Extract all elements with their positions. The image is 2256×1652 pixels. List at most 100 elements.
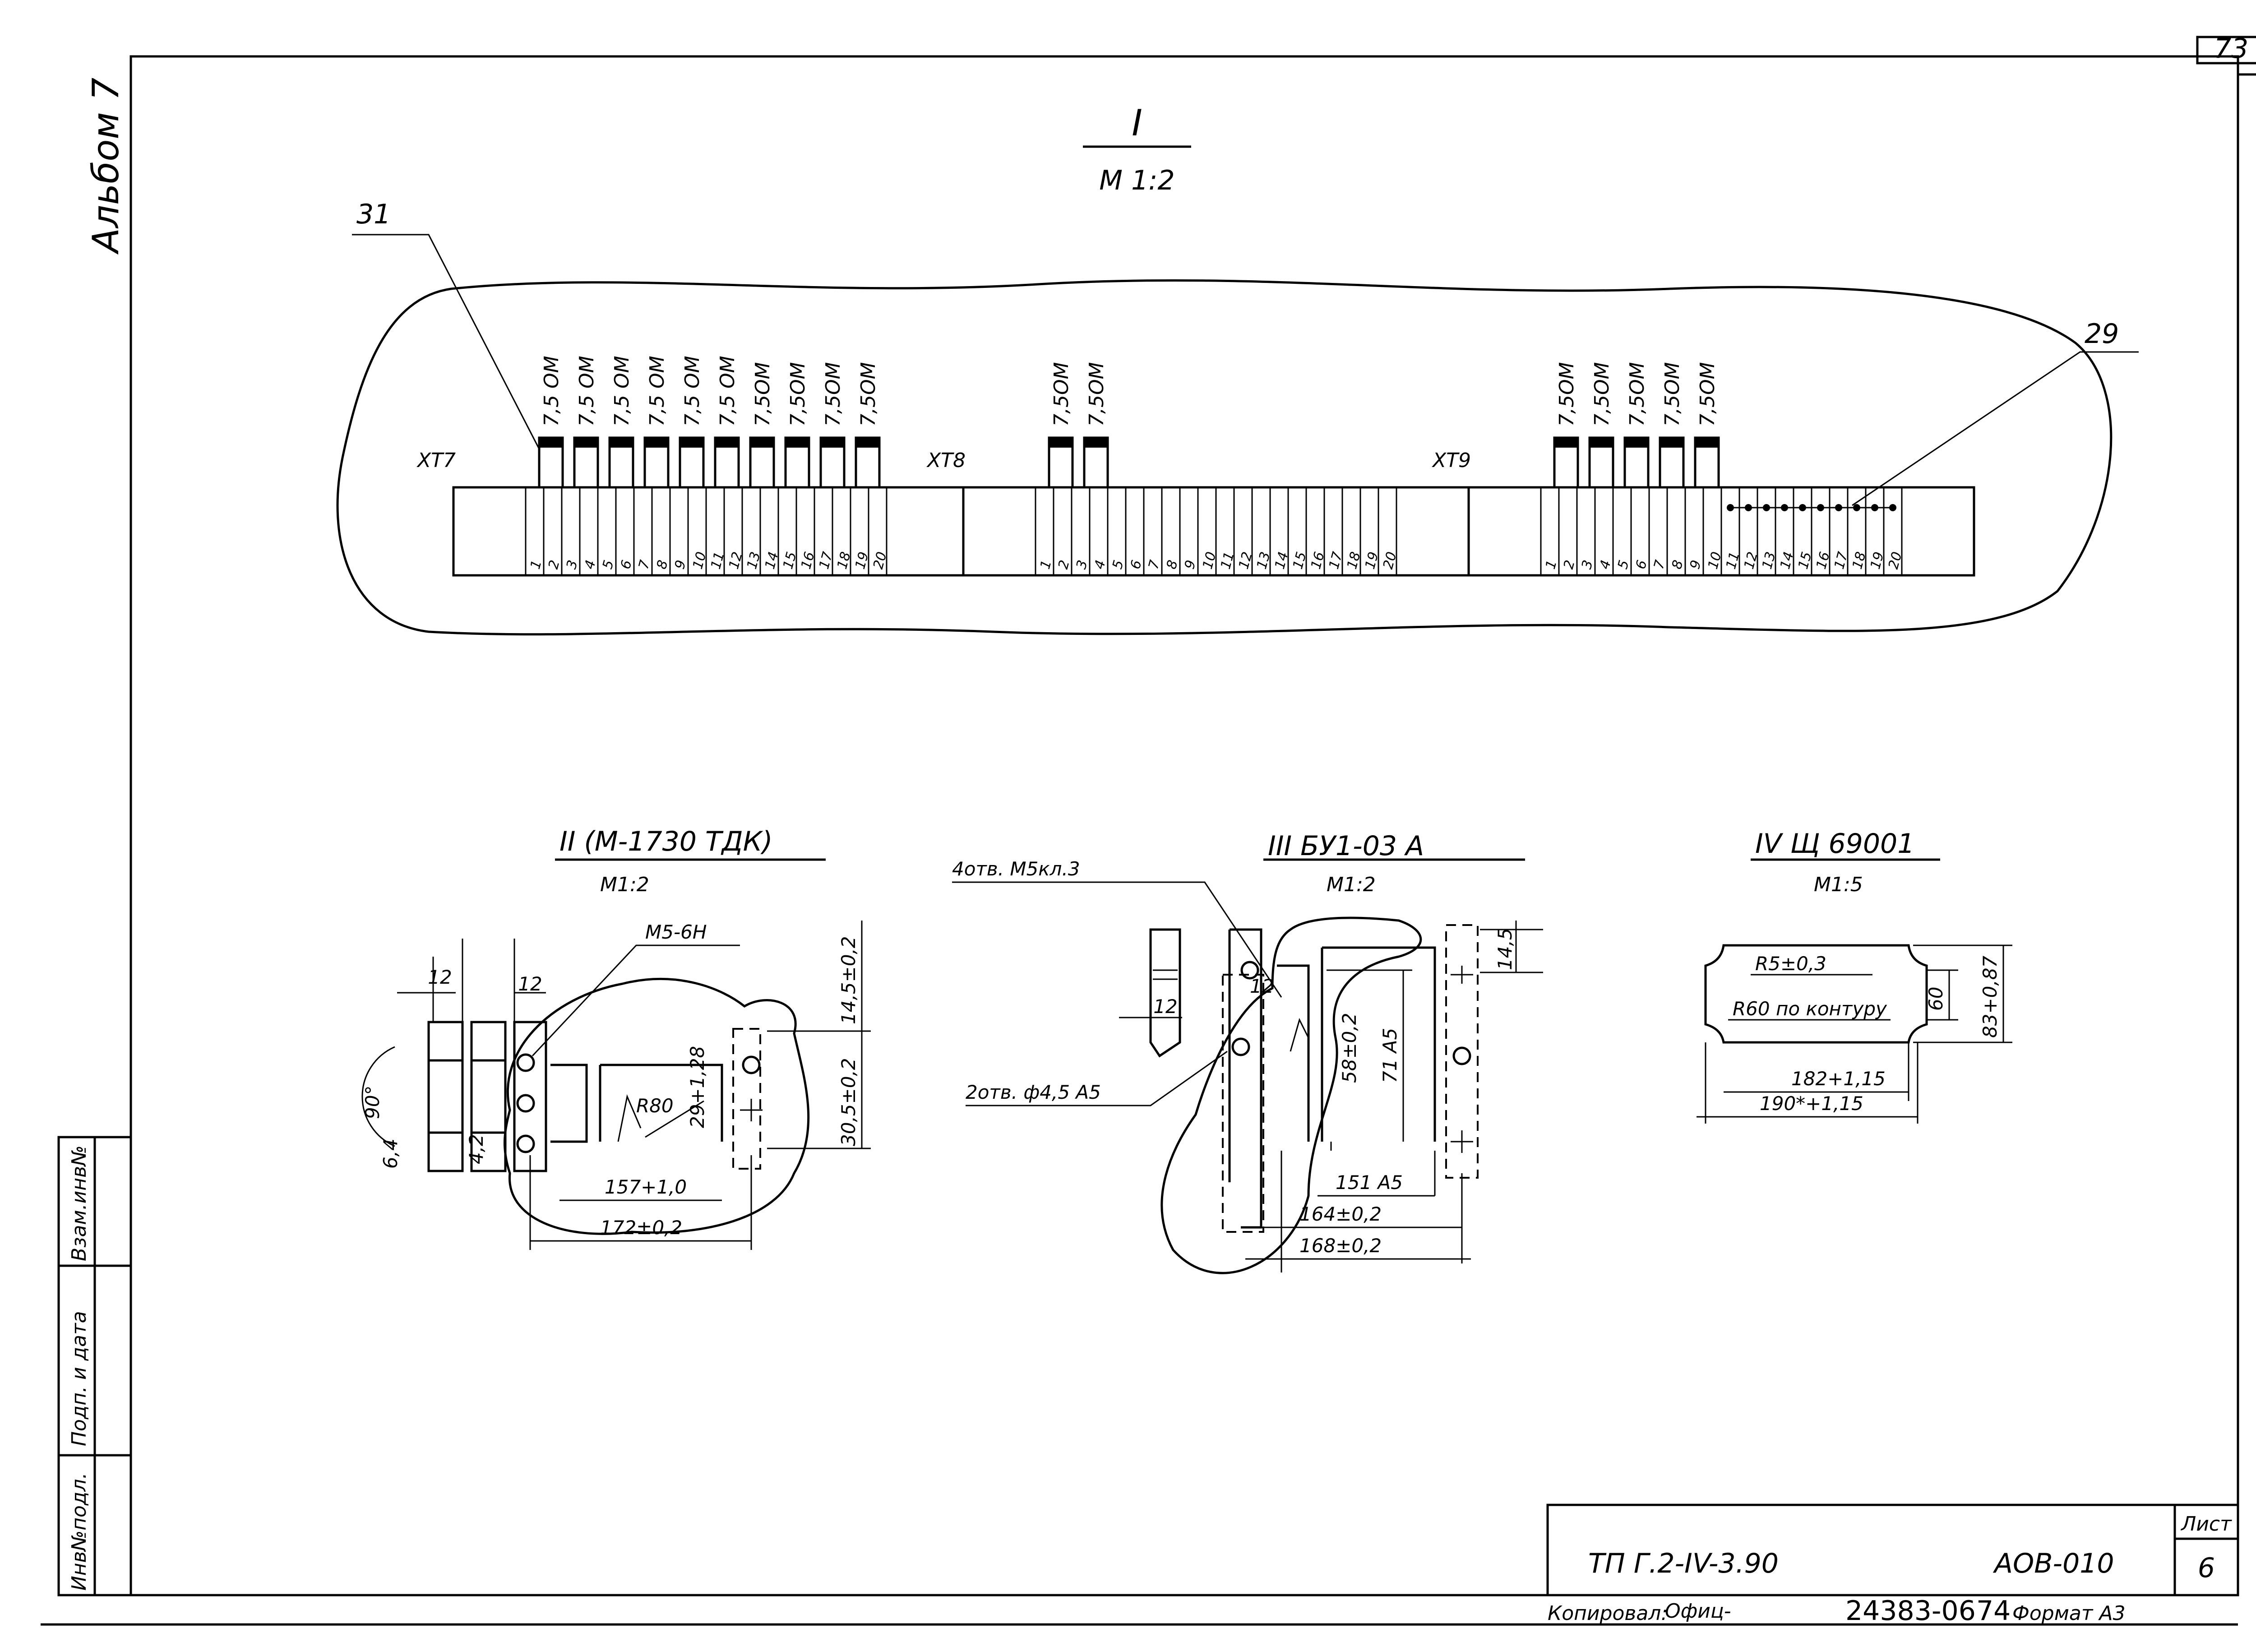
- terminal-number: 3: [1073, 559, 1091, 571]
- section-4-title: IV Щ 69001: [1755, 828, 1914, 860]
- doc-code: ТП Г.2-IV-3.90: [1588, 1548, 1779, 1579]
- resistor-cap: [574, 438, 598, 448]
- dim-r80: R80: [636, 1095, 674, 1117]
- strip-label: ХТ9: [1432, 449, 1471, 472]
- section-4-scale: М1:5: [1814, 873, 1863, 896]
- section-4: IV Щ 69001 М1:5 R5±0,3 R60 по контуру 60…: [1697, 828, 2012, 1124]
- dim-58: 58±0,2: [1338, 1013, 1360, 1083]
- callout-29: 29: [2085, 318, 2119, 350]
- resistor-label: 7,5 ОМ: [716, 356, 739, 426]
- detail-cloud-outline: [336, 279, 2113, 636]
- dim-6-4: 6,4: [379, 1138, 402, 1169]
- section-3-title: III БУ1-03 А: [1268, 830, 1424, 862]
- side-stamp-cell-1: Взам.инв№: [68, 1145, 91, 1261]
- section-3: III БУ1-03 А М1:2 4отв. М5кл.3 2отв. ф4,…: [952, 830, 1543, 1274]
- dim-r5: R5±0,3: [1755, 953, 1826, 975]
- terminal-number: 1: [1543, 559, 1560, 571]
- terminal-number: 9: [1687, 559, 1705, 571]
- section-2-scale: М1:2: [600, 873, 649, 896]
- dim-14-5: 14,5±0,2: [837, 936, 860, 1024]
- terminal-number: 4: [1091, 559, 1109, 571]
- terminal-number: 5: [1110, 559, 1127, 571]
- terminal-number: 6: [1128, 559, 1145, 571]
- dim-12-right: 12: [518, 973, 542, 995]
- side-stamp-cell-2: Подп. и дата: [68, 1311, 91, 1446]
- dim-12-left: 12: [428, 966, 452, 988]
- dim-157: 157+1,0: [605, 1176, 687, 1198]
- label-m5-6h: М5-6Н: [645, 921, 707, 943]
- terminal-number: 8: [654, 559, 671, 571]
- terminal-number: 8: [1669, 559, 1687, 571]
- stamp-suffix: 74: [1976, 1595, 2011, 1627]
- dim-182: 182+1,15: [1791, 1068, 1886, 1090]
- dim-151: 151 А5: [1336, 1171, 1403, 1194]
- callout-31: 31: [356, 199, 391, 230]
- terminal-number: 9: [672, 559, 689, 571]
- dim-14-5-b: 14,5: [1494, 928, 1516, 970]
- label-2-holes: 2отв. ф4,5 А5: [966, 1081, 1101, 1103]
- dim-168: 168±0,2: [1299, 1235, 1382, 1257]
- terminal-number: 7: [636, 559, 653, 571]
- dim-angle: 90°: [361, 1086, 384, 1119]
- resistor-cap: [821, 438, 844, 448]
- dim-71: 71 А5: [1379, 1028, 1401, 1083]
- sheet-frame: 73 Альбом 7: [41, 33, 2256, 1626]
- section-3-scale: М1:2: [1327, 873, 1376, 896]
- album-label: Альбом 7: [85, 78, 127, 255]
- side-stamp-cell-3: Инв№подл.: [68, 1472, 91, 1591]
- resistor-cap: [856, 438, 879, 448]
- resistor-label: 7,5 ОМ: [681, 356, 704, 426]
- terminal-number: 2: [1561, 559, 1578, 571]
- resistor-label: 7,5ОМ: [1085, 362, 1108, 426]
- resistor-label: 7,5ОМ: [786, 362, 809, 426]
- copied-label: Копировал:: [1548, 1602, 1668, 1625]
- format-label: Формат А3: [2012, 1602, 2126, 1625]
- resistor-cap: [610, 438, 633, 448]
- resistor-cap: [1660, 438, 1683, 448]
- resistor-cap: [1625, 438, 1648, 448]
- terminal-number: 4: [582, 559, 599, 571]
- side-stamp: Взам.инв№ Подп. и дата Инв№подл.: [57, 1136, 132, 1596]
- section-1-scale: М 1:2: [1099, 165, 1174, 196]
- resistor-cap: [1554, 438, 1578, 448]
- resistor-label: 7,5ОМ: [1661, 362, 1684, 426]
- resistor-cap: [1049, 438, 1073, 448]
- copied-signature: Офиц-: [1665, 1600, 1731, 1623]
- section-2-title: II (М-1730 ТДК): [559, 826, 773, 857]
- dim-12-b: 12: [1250, 975, 1274, 997]
- dim-4-2: 4,2: [465, 1134, 487, 1164]
- terminal-number: 2: [1055, 559, 1073, 571]
- section-2: II (М-1730 ТДК) М1:2 12 12 90° 6,4 4,2: [361, 826, 871, 1250]
- sheet-top-number: 73: [2214, 33, 2248, 65]
- resistor-cap: [715, 438, 739, 448]
- resistor-label: 7,5 ОМ: [575, 356, 598, 426]
- dim-29: 29+1,28: [686, 1046, 708, 1128]
- title-block: Лист 6 ТП Г.2-IV-3.90 АОВ-010 Копировал:…: [1546, 1504, 2239, 1627]
- terminal-number: 6: [1633, 559, 1650, 571]
- part-side-view-left: [427, 1021, 464, 1172]
- resistor-label: 7,5ОМ: [1626, 362, 1649, 426]
- resistor-label: 7,5 ОМ: [540, 356, 563, 426]
- resistor-label: 7,5 ОМ: [646, 356, 669, 426]
- terminal-number: 4: [1597, 559, 1614, 571]
- terminal-number: 2: [546, 559, 563, 571]
- resistor-label: 7,5ОМ: [1590, 362, 1613, 426]
- stamp-number: 24383-06: [1845, 1595, 1976, 1627]
- dim-172: 172±0,2: [600, 1217, 682, 1239]
- terminal-number: 5: [600, 559, 617, 571]
- resistor-cap: [786, 438, 809, 448]
- sheet-label: Лист: [2180, 1513, 2232, 1536]
- resistor-label: 7,5ОМ: [751, 362, 774, 426]
- terminal-number: 3: [564, 559, 581, 571]
- resistor-cap: [645, 438, 668, 448]
- sheet-number: 6: [2198, 1552, 2215, 1584]
- terminal-number: 3: [1579, 559, 1596, 571]
- resistor-label: 7,5ОМ: [1050, 362, 1073, 426]
- section-1-title: I: [1132, 102, 1142, 144]
- resistor-cap: [1695, 438, 1719, 448]
- resistor-cap: [1590, 438, 1613, 448]
- label-4-holes: 4отв. М5кл.3: [952, 858, 1080, 880]
